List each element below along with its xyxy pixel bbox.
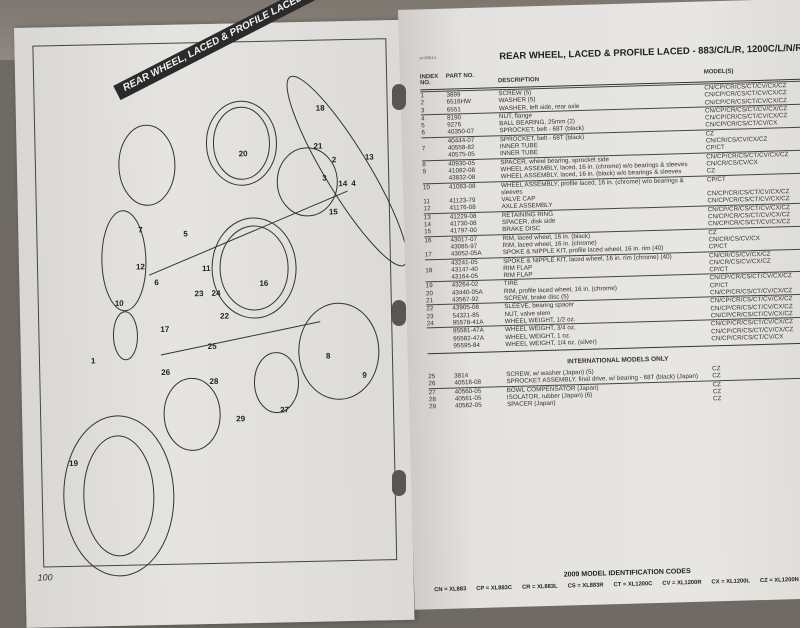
model-code: CS = XL883R (567, 582, 604, 590)
index-cell: 12 (423, 205, 431, 213)
callout-number: 28 (209, 376, 219, 386)
model-code: CR = XL883L (521, 583, 558, 591)
index-cell (425, 274, 451, 282)
callout-number: 17 (160, 324, 170, 335)
binder-hole (392, 84, 406, 110)
model-code: CZ = XL1200N (759, 577, 799, 585)
header-index: INDEX NO. (419, 73, 439, 87)
inner-tube (101, 210, 147, 312)
sprocket (112, 311, 138, 361)
index-cell (422, 152, 448, 160)
index-cell: 29 (429, 403, 437, 411)
left-page: REAR WHEEL, LACED & PROFILE LACED - 883/… (14, 0, 415, 628)
callout-number: 6 (154, 278, 159, 288)
callout-number: 27 (279, 405, 290, 415)
part-number-cell: 40575-05 (447, 151, 475, 160)
part-number-cell: 41176-08 (449, 204, 476, 213)
index-cell: 17 (424, 251, 432, 259)
document-id: sm00644 (419, 54, 436, 61)
callout-number: 16 (259, 278, 269, 288)
tire (63, 415, 175, 577)
drive-belt (286, 75, 408, 267)
callout-number: 7 (138, 225, 143, 235)
index-cell: 24 (426, 320, 434, 328)
part-number-cell: 6551 (446, 105, 461, 114)
callout-number: 24 (211, 288, 221, 298)
index-cell: 26 (428, 380, 436, 388)
codes-title: 2009 MODEL IDENTIFICATION CODES (563, 568, 691, 579)
part-number-cell: 40518-08 (454, 379, 482, 387)
index-cell: 3 (420, 106, 425, 114)
binder-hole (392, 470, 406, 496)
binder-hole (392, 300, 406, 326)
callout-number: 5 (183, 229, 188, 239)
part-number-cell: 40350-07 (447, 128, 475, 137)
index-cell: 15 (424, 228, 432, 236)
models-cell: CZ (712, 395, 722, 403)
callout-number: 25 (207, 341, 217, 352)
part-number-cell: 43052-05A (450, 249, 482, 258)
callout-number: 4 (351, 178, 356, 188)
callout-number: 1 (90, 356, 96, 366)
callout-number: 11 (201, 263, 211, 274)
callout-number: 21 (313, 141, 323, 151)
model-code: CX = XL1200L (711, 578, 751, 586)
profile-rim (205, 100, 277, 186)
rim (211, 217, 297, 319)
callout-number: 12 (135, 262, 146, 272)
part-number-cell: 43832-08 (448, 174, 476, 182)
page-title: REAR WHEEL, LACED & PROFILE LACED - 883/… (499, 42, 800, 63)
header-part: PART NO. (445, 72, 475, 80)
part-number-cell: 43567-92 (452, 295, 479, 304)
callout-number: 26 (161, 367, 171, 377)
sprocket-assembly (163, 377, 221, 451)
part-number-cell: 41083-08 (448, 182, 476, 191)
model-code: CV = XL1200R (662, 579, 702, 587)
laced-wheel-rim (118, 124, 176, 206)
right-page: sm00644 REAR WHEEL, LACED & PROFILE LACE… (398, 0, 800, 610)
models-cell: CN/CP/CR/CS/CT/CV/CX (711, 333, 784, 343)
callout-number: 8 (325, 351, 331, 361)
callout-number: 3 (322, 173, 327, 183)
model-codes: CN = XL883 CP = XL883C CR = XL883L CS = XL8… (434, 576, 800, 593)
brake-disc (276, 147, 338, 217)
callout-number: 13 (364, 152, 374, 162)
model-code: CN = XL883 (434, 586, 467, 594)
part-number-cell: 41797-00 (450, 227, 477, 235)
model-code: CP = XL883C (476, 585, 513, 593)
part-number-cell: 43164-05 (451, 272, 479, 281)
callout-number: 19 (69, 458, 79, 468)
model-code: CT = XL1200C (613, 581, 653, 589)
callout-number: 20 (238, 149, 248, 159)
index-cell (423, 175, 449, 183)
part-number-cell: 95578-41A (452, 318, 484, 327)
compensator (253, 352, 299, 414)
index-cell: 10 (422, 183, 431, 191)
callout-number: 2 (331, 155, 337, 165)
page-number: 100 (37, 572, 53, 583)
callout-number: 29 (236, 414, 246, 424)
index-cell: 6 (421, 129, 426, 137)
wheel-assembly (298, 302, 380, 400)
index-cell: 21 (426, 297, 434, 305)
header-models: MODEL(S) (703, 68, 734, 76)
index-cell (427, 342, 453, 350)
part-number-cell: 95595-84 (453, 341, 481, 350)
callout-number: 15 (328, 207, 338, 217)
part-number-cell: 40562-05 (454, 402, 482, 410)
callout-number: 18 (315, 103, 325, 113)
callout-number: 23 (194, 289, 204, 299)
callout-number: 10 (114, 298, 124, 308)
callout-number: 9 (362, 370, 367, 380)
exploded-wheel-diagram (63, 75, 408, 577)
callout-number: 14 (338, 179, 348, 189)
header-description: DESCRIPTION (497, 77, 540, 85)
callout-number: 22 (219, 311, 230, 321)
